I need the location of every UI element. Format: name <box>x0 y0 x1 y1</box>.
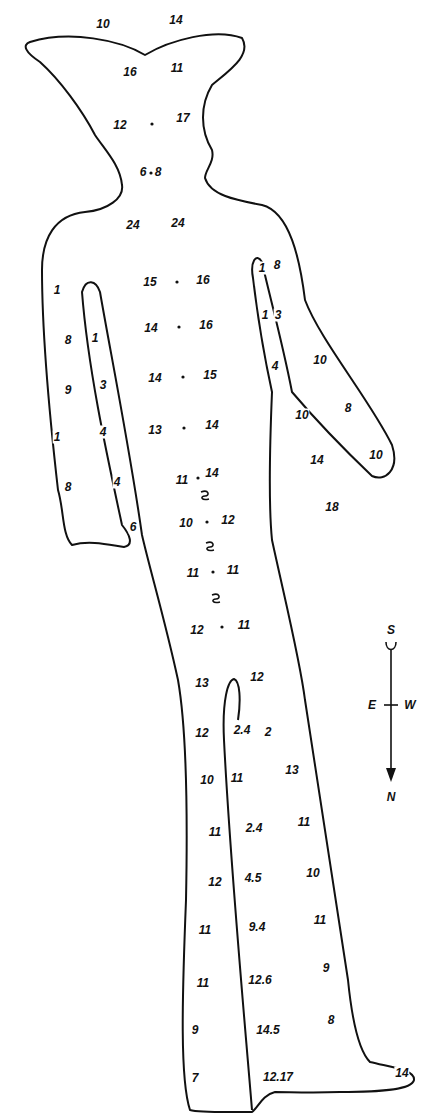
callout-number: 10 <box>312 354 327 367</box>
callout-number: 8 <box>327 1014 336 1027</box>
callout-number: 8 <box>273 259 282 272</box>
callout-number: 11 <box>226 564 240 577</box>
callout-number: 4 <box>113 476 122 489</box>
callout-number: 8 <box>64 481 73 494</box>
callout-number: 17 <box>175 112 190 125</box>
callout-number: 11 <box>170 62 184 75</box>
callout-number: 16 <box>122 66 137 79</box>
callout-number: 11 <box>196 977 210 990</box>
leg-divide-line <box>224 679 252 1110</box>
callout-number: 14.5 <box>255 1024 280 1037</box>
callout-number: 9.4 <box>248 921 267 934</box>
callout-number: 11 <box>230 772 244 785</box>
callout-number: 14 <box>394 1067 409 1080</box>
callout-number: 10 <box>95 18 110 31</box>
callout-number: 10 <box>305 867 320 880</box>
callout-number: 9 <box>191 1024 200 1037</box>
callout-number: 4 <box>271 360 280 373</box>
callout-number: 24 <box>170 217 185 230</box>
callout-number: N <box>386 791 397 804</box>
callout-number: 12 <box>189 624 204 637</box>
callout-number: 2.4 <box>233 724 252 737</box>
callout-number: 8 <box>64 334 73 347</box>
callout-number: 12 <box>112 119 127 132</box>
callout-number: 13 <box>284 764 299 777</box>
callout-number: 15 <box>142 276 157 289</box>
callout-number: 12.17 <box>262 1071 294 1084</box>
callout-number: 3 <box>99 379 108 392</box>
callout-number: S <box>386 624 396 637</box>
callout-number: 24 <box>125 219 140 232</box>
callout-number: 12 <box>207 876 222 889</box>
callout-number: 10 <box>178 517 193 530</box>
callout-number: 14 <box>168 14 183 27</box>
callout-number: 4.5 <box>244 872 263 885</box>
callout-number: 11 <box>175 474 189 487</box>
callout-number: 12.6 <box>247 974 272 987</box>
callout-number: 8 <box>344 402 353 415</box>
callout-number: 14 <box>204 419 219 432</box>
callout-number: 1 <box>91 332 100 345</box>
callout-number: 1 <box>53 431 62 444</box>
callout-number: 11 <box>313 914 327 927</box>
callout-number: 16 <box>195 274 210 287</box>
callout-number: 9 <box>322 962 331 975</box>
callout-number: 9 <box>64 384 73 397</box>
callout-number: 15 <box>202 369 217 382</box>
callout-number: 1 <box>261 309 270 322</box>
callout-number: 12 <box>194 727 209 740</box>
callout-number: 4 <box>99 426 108 439</box>
callout-number: 12 <box>249 671 264 684</box>
callout-number: W <box>403 699 416 712</box>
callout-number: 2.4 <box>245 822 264 835</box>
compass-rose <box>384 642 398 782</box>
callout-number: 14 <box>147 372 162 385</box>
callout-number: 10 <box>294 409 309 422</box>
callout-number: 10 <box>368 449 383 462</box>
callout-number: 3 <box>274 309 283 322</box>
callout-number: 16 <box>198 319 213 332</box>
callout-number: 11 <box>198 924 212 937</box>
body-outline <box>26 34 414 1112</box>
callout-number: 8 <box>154 166 163 179</box>
callout-number: 11 <box>208 826 222 839</box>
callout-number: E <box>367 699 377 712</box>
callout-number: 11 <box>186 567 200 580</box>
callout-number: 12 <box>220 514 235 527</box>
callout-number: 1 <box>53 284 62 297</box>
body-marks <box>201 491 220 602</box>
callout-number: 11 <box>297 816 311 829</box>
callout-number: 18 <box>324 501 339 514</box>
callout-number: 14 <box>309 454 324 467</box>
callout-number: 6 <box>129 521 138 534</box>
callout-number: 13 <box>194 677 209 690</box>
callout-number: 10 <box>199 774 214 787</box>
callout-number: 14 <box>143 322 158 335</box>
callout-number: 2 <box>264 726 273 739</box>
callout-number: 13 <box>147 424 162 437</box>
callout-number: 6 <box>139 166 148 179</box>
callout-number: 1 <box>258 262 267 275</box>
callout-number: 14 <box>204 467 219 480</box>
callout-number: 11 <box>237 619 251 632</box>
callout-number: 7 <box>191 1072 200 1085</box>
